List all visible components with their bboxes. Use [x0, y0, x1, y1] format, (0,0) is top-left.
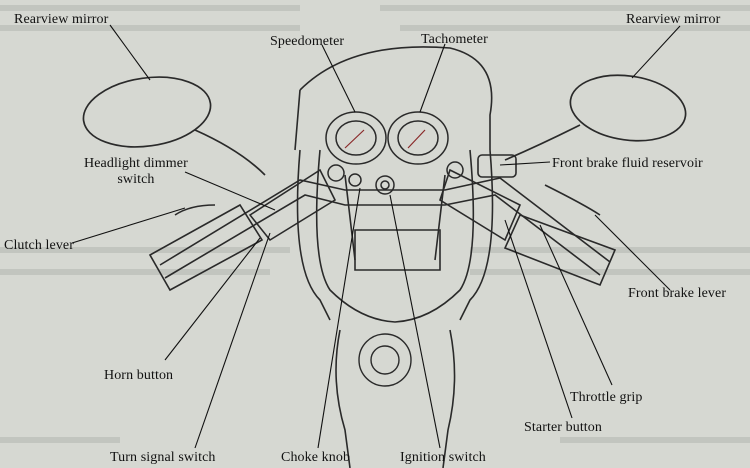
label-horn-button: Horn button: [104, 368, 173, 384]
clutch-lever-shape: [175, 205, 215, 215]
label-ignition-switch: Ignition switch: [400, 450, 486, 466]
left-mirror: [79, 69, 215, 154]
leader-horn-button: [165, 238, 260, 360]
label-speedometer: Speedometer: [270, 34, 344, 50]
label-choke-knob: Choke knob: [281, 450, 350, 466]
leader-headlight-dimmer: [185, 172, 275, 210]
leader-clutch-lever: [72, 208, 185, 243]
label-front-brake-fluid-reservoir: Front brake fluid reservoir: [552, 156, 703, 172]
label-rearview-mirror-right: Rearview mirror: [626, 12, 720, 28]
brake-lever-shape: [545, 185, 600, 215]
label-clutch-lever: Clutch lever: [4, 238, 74, 254]
leader-fluid-reservoir: [500, 162, 550, 165]
label-rearview-mirror-left: Rearview mirror: [14, 12, 108, 28]
right-mirror: [566, 68, 690, 148]
leader-rearview-right: [632, 26, 680, 78]
leader-rearview-left: [110, 25, 150, 80]
label-front-brake-lever: Front brake lever: [628, 286, 726, 302]
label-throttle-grip: Throttle grip: [570, 390, 642, 406]
label-tachometer: Tachometer: [421, 32, 488, 48]
leader-turn-signal: [195, 233, 270, 448]
leader-speedometer: [322, 45, 355, 112]
label-turn-signal-switch: Turn signal switch: [110, 450, 216, 466]
leader-tachometer: [420, 44, 445, 112]
label-starter-button: Starter button: [524, 420, 602, 436]
fuel-cap: [359, 334, 411, 386]
label-headlight-dimmer-switch: Headlight dimmer switch: [84, 156, 188, 188]
